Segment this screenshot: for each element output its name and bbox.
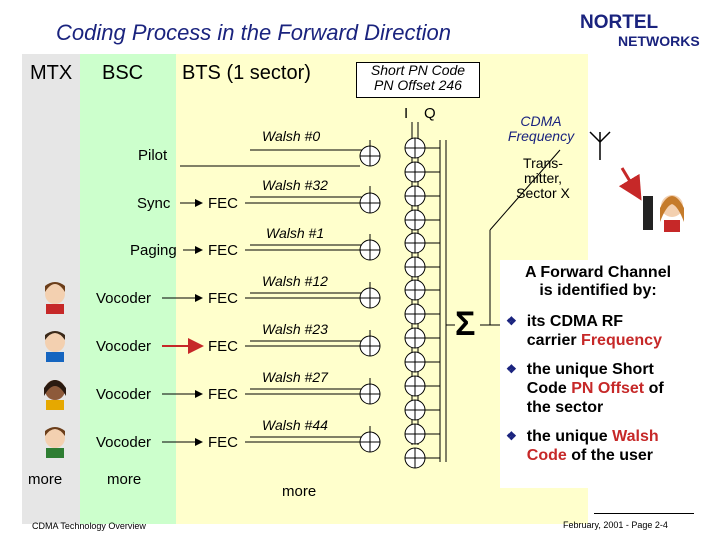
info-bullet-2: ❖ the unique Short Code PN Offset of the… bbox=[506, 360, 696, 417]
cdma-frequency-label: CDMA Frequency bbox=[496, 114, 586, 144]
fec-label: FEC bbox=[208, 338, 238, 355]
b1-part2: carrier bbox=[526, 332, 577, 349]
nortel-logo: NORTEL NETWORKS bbox=[578, 10, 713, 50]
logo-line2: NETWORKS bbox=[618, 33, 700, 49]
b3-red1: Walsh bbox=[612, 428, 659, 445]
fec-label: FEC bbox=[208, 290, 238, 307]
sync-label: Sync bbox=[137, 195, 171, 212]
bullet-icon: ❖ bbox=[506, 362, 517, 376]
b3-red2: Code bbox=[526, 447, 567, 464]
b2-part1: the unique Short bbox=[526, 361, 654, 378]
info-bullet-3: ❖ the unique Walsh Code of the user bbox=[506, 427, 696, 465]
mtx-header: MTX bbox=[30, 62, 73, 84]
summer-symbol: Σ bbox=[455, 305, 476, 343]
fec-label: FEC bbox=[208, 434, 238, 451]
user-avatar-4 bbox=[45, 427, 65, 458]
bts-header: BTS (1 sector) bbox=[182, 62, 311, 84]
walsh-label: Walsh #23 bbox=[262, 321, 328, 337]
info-heading-line2: is identified by: bbox=[539, 282, 657, 299]
footer-left: CDMA Technology Overview bbox=[32, 521, 146, 531]
b2-part3: of bbox=[648, 380, 664, 397]
b1-part1: its CDMA RF bbox=[526, 313, 624, 330]
walsh-label: Walsh #1 bbox=[266, 225, 325, 241]
info-heading: A Forward Channel is identified by: bbox=[500, 264, 696, 300]
bsc-header: BSC bbox=[102, 62, 144, 84]
fec-label: FEC bbox=[208, 242, 238, 259]
pilot-label: Pilot bbox=[138, 147, 168, 164]
cdma-freq-line2: Frequency bbox=[507, 128, 575, 144]
b2-red: PN Offset bbox=[571, 380, 645, 397]
user-avatar-3 bbox=[44, 380, 66, 410]
bsc-column-bg bbox=[80, 54, 176, 524]
fec-label: FEC bbox=[208, 195, 238, 212]
walsh-label: Walsh #12 bbox=[262, 273, 328, 289]
logo-line1: NORTEL bbox=[580, 12, 659, 33]
page-title: Coding Process in the Forward Direction bbox=[56, 20, 451, 45]
b3-part1: the unique bbox=[526, 428, 608, 445]
info-bullet-1: ❖ its CDMA RF carrier Frequency bbox=[506, 312, 696, 350]
vocoder-label: Vocoder bbox=[96, 338, 152, 355]
info-box: A Forward Channel is identified by: ❖ it… bbox=[500, 260, 696, 488]
short-pn-code-box: Short PN Code PN Offset 246 bbox=[356, 62, 480, 98]
walsh-label: Walsh #32 bbox=[262, 177, 328, 193]
b2-part2: Code bbox=[526, 380, 567, 397]
more-bsc-label: more bbox=[107, 471, 142, 488]
user-avatar-1 bbox=[45, 282, 65, 314]
b3-part2: of the user bbox=[571, 447, 654, 464]
vocoder-label: Vocoder bbox=[96, 290, 152, 307]
short-pn-line2: PN Offset 246 bbox=[374, 77, 462, 93]
transmitter-label: Trans- mitter, Sector X bbox=[503, 156, 583, 201]
transmitter-line1: Trans- bbox=[523, 155, 563, 171]
info-heading-line1: A Forward Channel bbox=[524, 264, 672, 281]
vocoder-label: Vocoder bbox=[96, 386, 152, 403]
transmitter-line2: mitter, bbox=[523, 170, 563, 186]
user-avatar-2 bbox=[45, 331, 65, 362]
vocoder-label: Vocoder bbox=[96, 434, 152, 451]
b1-red: Frequency bbox=[581, 332, 662, 349]
walsh-label: Walsh #27 bbox=[262, 369, 328, 385]
transmitter-line3: Sector X bbox=[516, 185, 570, 201]
cdma-freq-line1: CDMA bbox=[520, 113, 562, 129]
short-pn-line1: Short PN Code bbox=[370, 62, 466, 78]
walsh-label: Walsh #0 bbox=[262, 128, 321, 144]
bullet-icon: ❖ bbox=[506, 429, 517, 443]
more-bottom-label: more bbox=[282, 483, 317, 500]
subscriber-avatars bbox=[44, 282, 66, 458]
receiver-avatar bbox=[660, 195, 684, 232]
more-mtx-label: more bbox=[28, 471, 63, 488]
i-label: I bbox=[404, 105, 409, 122]
fec-label: FEC bbox=[208, 386, 238, 403]
bullet-icon: ❖ bbox=[506, 314, 517, 328]
footer-right: February, 2001 - Page 2-4 bbox=[563, 520, 668, 530]
q-label: Q bbox=[424, 105, 436, 122]
walsh-label: Walsh #44 bbox=[262, 417, 328, 433]
b2-part4: the sector bbox=[526, 399, 604, 416]
footer-rule bbox=[594, 513, 694, 514]
paging-label: Paging bbox=[130, 242, 177, 259]
